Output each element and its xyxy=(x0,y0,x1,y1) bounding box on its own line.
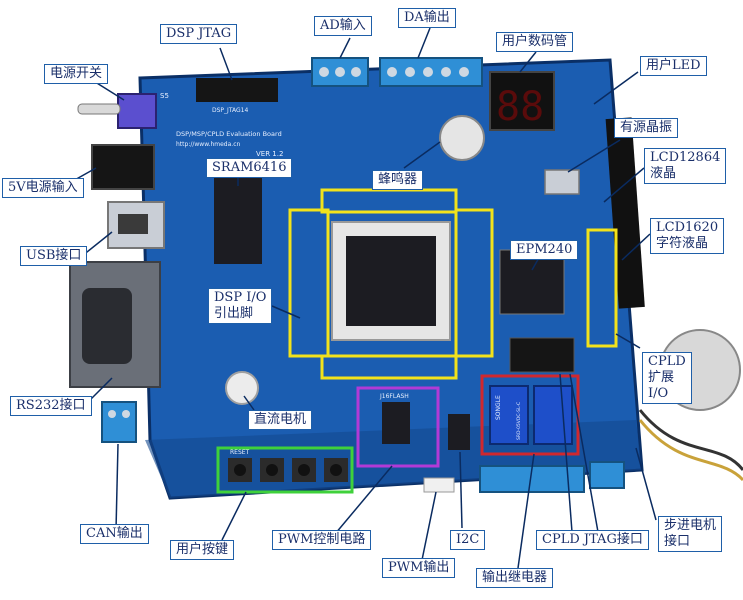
seg-display xyxy=(489,71,555,131)
label-active-osc: 有源晶振 xyxy=(614,118,679,138)
dc-motor xyxy=(225,371,259,405)
label-lcd1620: LCD1620 字符液晶 xyxy=(650,218,725,254)
flash-silk: J16FLASH xyxy=(379,393,409,400)
label-dsp-io: DSP I/O 引出脚 xyxy=(208,288,273,324)
label-user-7seg: 用户数码管 xyxy=(496,32,574,52)
stepper-terminal xyxy=(589,461,625,489)
label-stepper: 步进电机 接口 xyxy=(658,516,723,552)
relay-model: SRD-05VDC-SL-C xyxy=(516,402,522,440)
pwm-connector xyxy=(423,477,455,493)
label-relay: 输出继电器 xyxy=(476,568,554,588)
relay-brand: SONGLE xyxy=(495,395,502,420)
label-power-switch: 电源开关 xyxy=(44,64,109,84)
label-5v-power: 5V电源输入 xyxy=(2,178,84,198)
usb-connector xyxy=(107,201,165,249)
highlight-cpld-io xyxy=(586,228,618,348)
seg-digits: 88 xyxy=(496,84,544,130)
terminal-screws xyxy=(319,67,469,77)
relay-1 xyxy=(489,385,529,445)
oscillator xyxy=(544,169,580,195)
label-dc-motor: 直流电机 xyxy=(248,410,313,430)
buzzer-body xyxy=(439,115,485,161)
highlight-pwm-ctrl xyxy=(356,386,440,468)
rs232-shell xyxy=(82,288,132,364)
epm240-chip xyxy=(499,249,565,315)
label-cpld-exp: CPLD 扩展 I/O xyxy=(642,352,692,404)
label-can-out: CAN输出 xyxy=(80,524,149,544)
highlight-dsp-io-right xyxy=(454,208,494,358)
board-title: DSP/MSP/CPLD Evaluation Board xyxy=(176,130,282,138)
sram-chip xyxy=(214,172,262,264)
board-version: VER 1.2 xyxy=(256,150,283,158)
label-i2c: I2C xyxy=(450,530,486,550)
i2c-chip xyxy=(448,414,470,450)
label-dsp-jtag: DSP JTAG xyxy=(160,24,238,44)
stepper-cable-2 xyxy=(638,419,743,482)
can-screw-2 xyxy=(122,410,130,418)
label-buzzer: 蜂鸣器 xyxy=(372,170,424,190)
relay-2 xyxy=(533,385,573,445)
highlight-dsp-io-bottom xyxy=(320,354,458,380)
label-da-output: DA输出 xyxy=(398,8,456,28)
cpld-jtag-header xyxy=(509,337,575,373)
label-lcd12864: LCD12864 液晶 xyxy=(644,148,727,184)
highlight-dsp-io-top xyxy=(320,188,458,214)
label-ad-input: AD输入 xyxy=(314,16,372,36)
reset-silk: RESET xyxy=(230,449,250,456)
power-switch-lever xyxy=(77,103,121,115)
can-screw-1 xyxy=(108,410,116,418)
highlight-dsp-io-left xyxy=(288,208,330,358)
dsp-chip xyxy=(346,236,436,326)
stepper-cable xyxy=(638,409,743,471)
label-user-led: 用户LED xyxy=(640,56,707,76)
label-pwm-ctrl: PWM控制电路 xyxy=(272,530,372,550)
usb-port xyxy=(118,214,148,234)
pointer-lines xyxy=(63,27,657,569)
pwm-ic xyxy=(382,402,410,444)
label-usb: USB接口 xyxy=(20,246,88,266)
label-pwm-out: PWM输出 xyxy=(382,558,456,578)
label-rs232: RS232接口 xyxy=(10,396,92,416)
can-terminal xyxy=(101,401,137,443)
power-jack xyxy=(91,144,155,190)
switch-silk: S5 xyxy=(160,92,169,100)
board-url: http://www.hmeda.cn xyxy=(176,141,240,148)
power-switch-body xyxy=(117,93,157,129)
label-sram: SRAM6416 xyxy=(206,158,293,178)
label-user-keys: 用户按键 xyxy=(170,540,235,560)
dsp-jtag-header xyxy=(196,78,278,102)
user-keys xyxy=(228,458,348,482)
label-cpld-jtag: CPLD JTAG接口 xyxy=(536,530,649,550)
jtag-silk: DSP_JTAG14 xyxy=(212,107,248,114)
label-epm240: EPM240 xyxy=(510,240,579,260)
highlight-user-keys xyxy=(216,446,354,494)
lcd-header-strip xyxy=(605,117,645,309)
